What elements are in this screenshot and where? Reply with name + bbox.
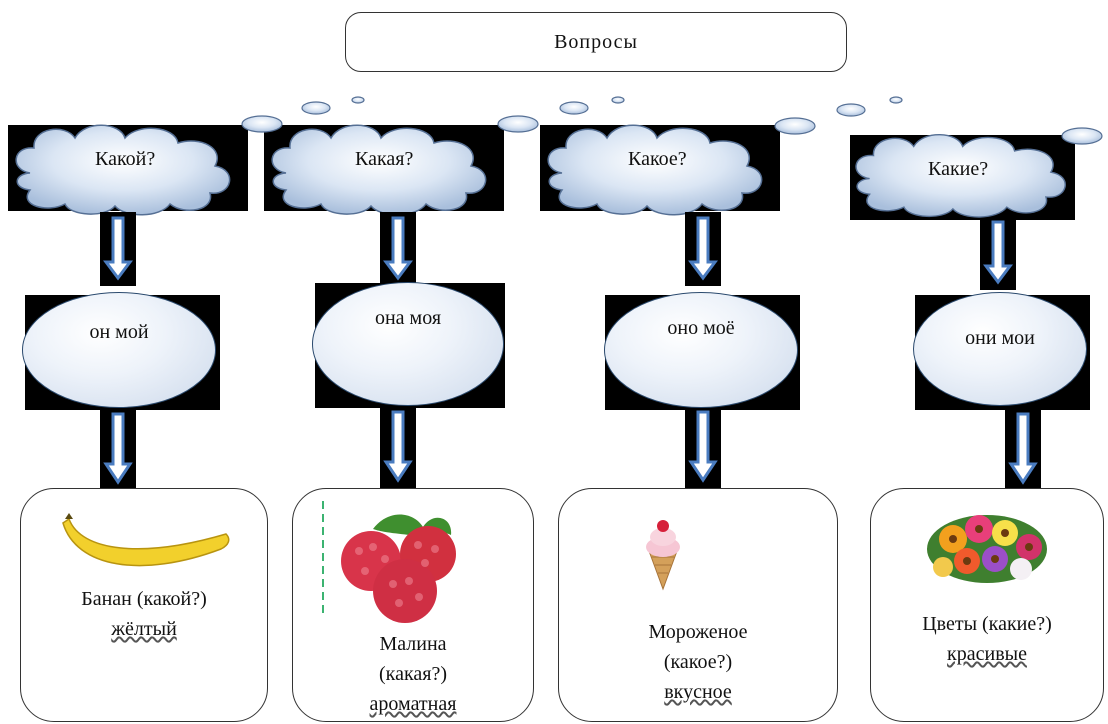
raspberry-icon <box>322 501 456 623</box>
question-1: Какой? <box>95 148 156 170</box>
example-card-2: Малина (какая?) ароматная <box>292 488 534 722</box>
question-3: Какое? <box>628 148 687 170</box>
example-2-line2: (какая?) <box>379 663 447 685</box>
example-4-adjective: красивые <box>947 643 1027 665</box>
pronoun-ellipse-2: она моя <box>312 282 504 406</box>
banana-icon <box>62 513 230 567</box>
thought-bubbles <box>241 96 1103 145</box>
flowers-icon <box>927 515 1047 583</box>
example-3-line2: (какое?) <box>663 651 733 673</box>
example-1-adjective: жёлтый <box>111 618 177 640</box>
example-3-adjective: вкусное <box>664 681 732 703</box>
example-3-line1: Мороженое <box>648 621 748 643</box>
pronoun-2: она моя <box>374 307 442 329</box>
arrows <box>100 212 1041 490</box>
title-box: Вопросы <box>345 12 847 72</box>
example-1-line1: Банан (какой?) <box>81 588 207 610</box>
question-2: Какая? <box>355 148 414 170</box>
question-4: Какие? <box>928 158 989 180</box>
example-card-1: Банан (какой?) жёлтый <box>20 488 268 722</box>
example-4-line1: Цветы (какие?) <box>922 613 1052 635</box>
pronoun-ellipse-4: они мои <box>913 292 1087 406</box>
pronoun-ellipse-1: он мой <box>22 292 216 408</box>
example-card-3: Мороженое (какое?) вкусное <box>558 488 838 722</box>
pronoun-1: он мой <box>89 321 149 343</box>
pronoun-4: они мои <box>965 327 1035 349</box>
ice-cream-icon <box>646 520 680 591</box>
title-text: Вопросы <box>554 30 638 53</box>
pronoun-3: оно моё <box>667 317 735 339</box>
example-2-adjective: ароматная <box>369 693 457 715</box>
pronoun-ellipse-3: оно моё <box>604 292 798 408</box>
example-2-line1: Малина <box>379 633 447 655</box>
example-card-4: Цветы (какие?) красивые <box>870 488 1104 722</box>
